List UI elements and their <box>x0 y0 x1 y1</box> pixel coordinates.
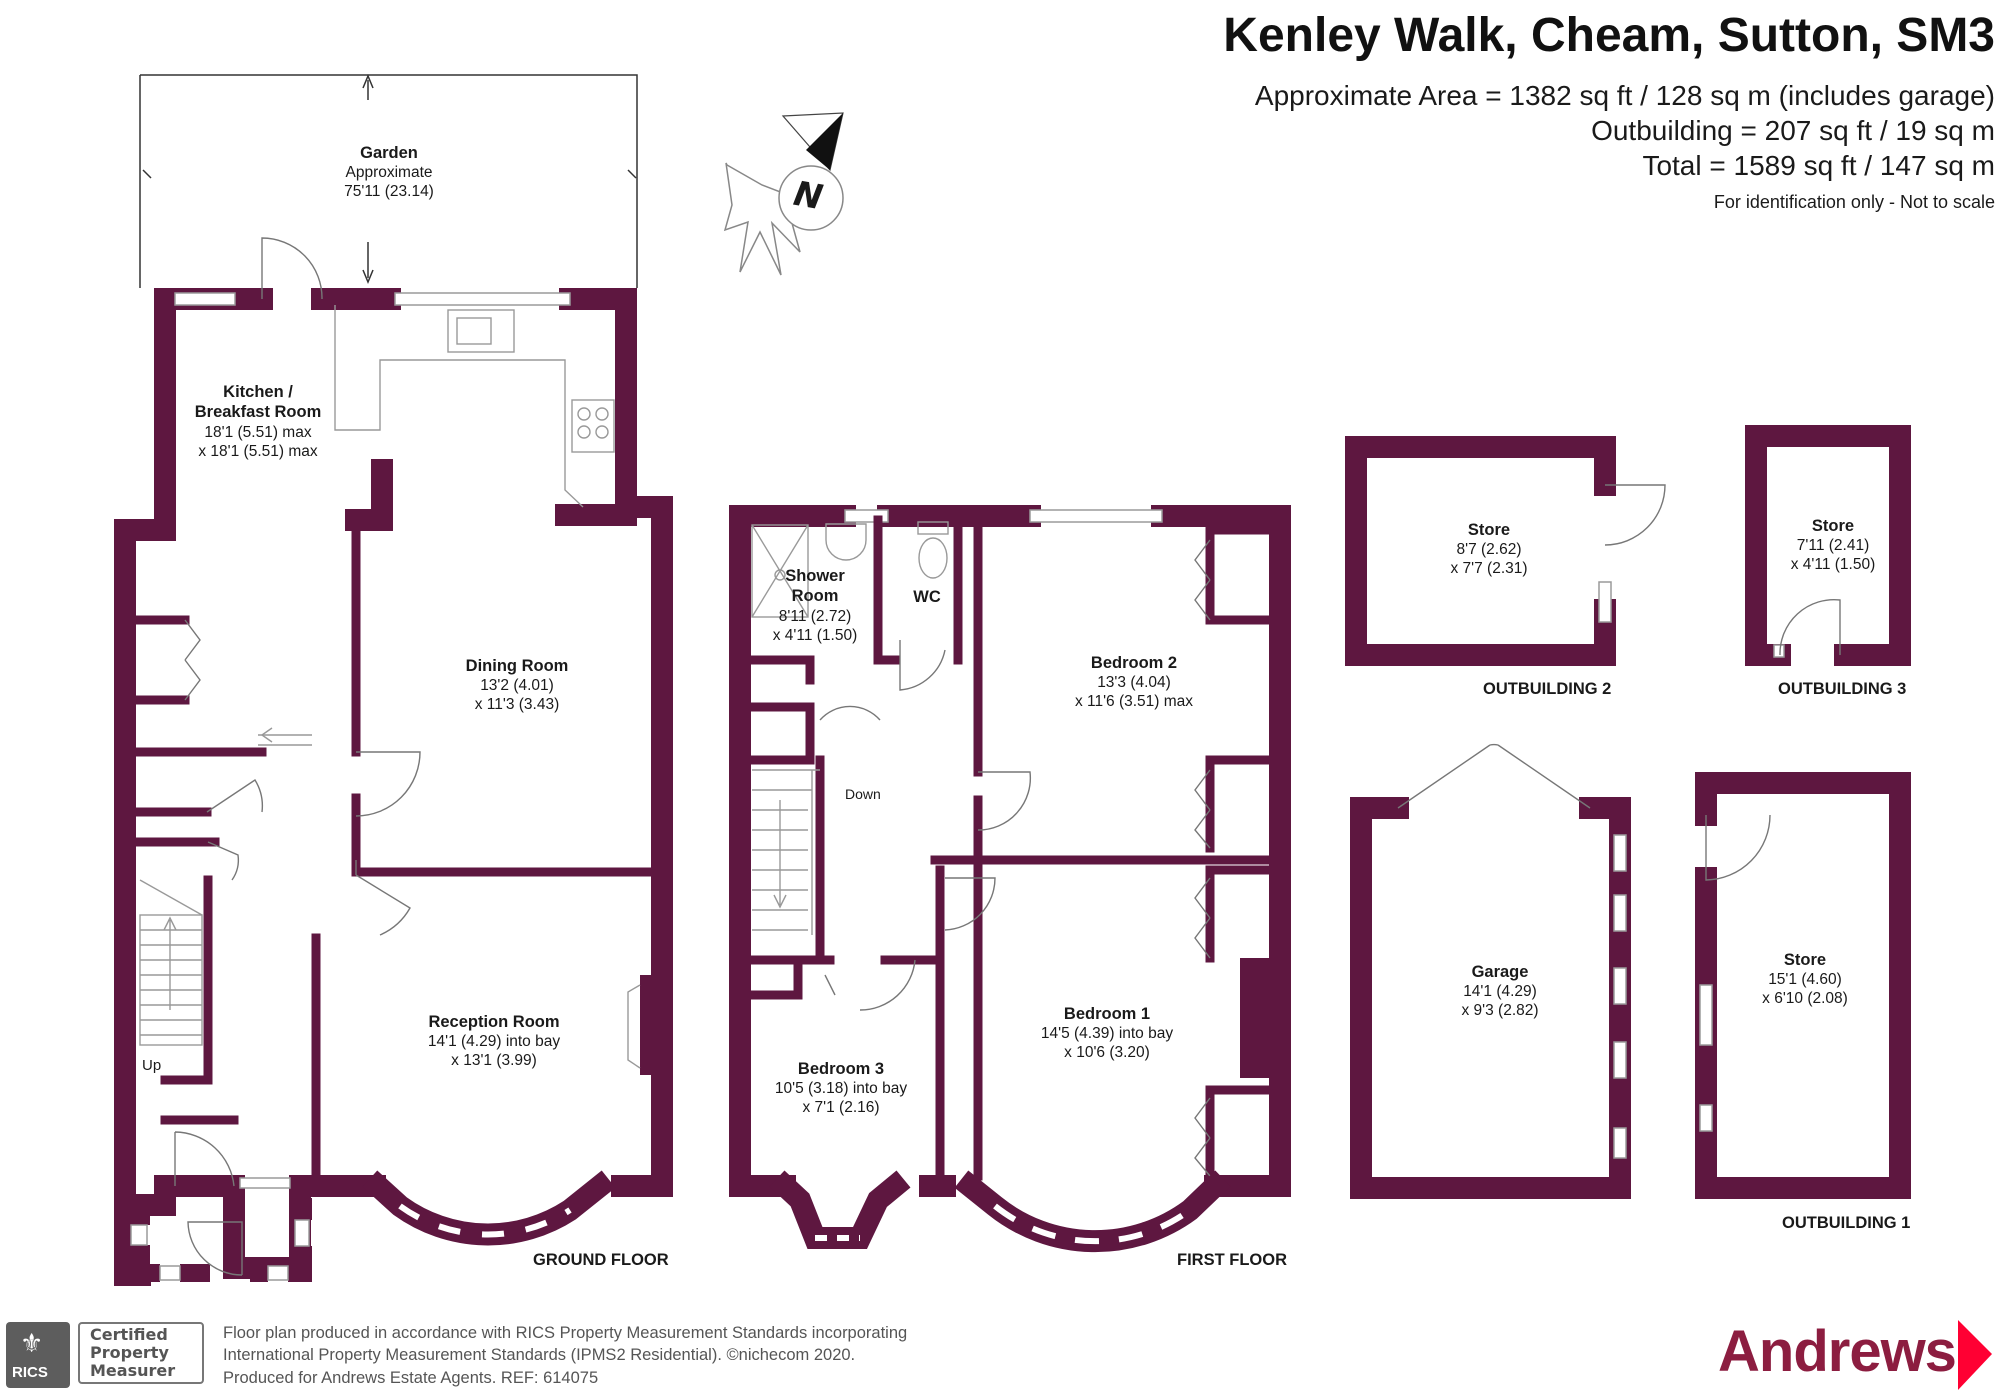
stairs-ground <box>139 879 203 1046</box>
reception-door <box>355 860 411 936</box>
outbuilding-2 <box>1345 436 1666 666</box>
ground-floor <box>114 74 673 1286</box>
basin-icon <box>825 523 867 561</box>
sink-icon <box>447 309 515 353</box>
rics-crest-icon: ⚜ <box>20 1328 44 1358</box>
toilet-icon <box>917 521 949 535</box>
ground-floor-label: GROUND FLOOR <box>533 1251 669 1269</box>
garden-arrow-icon <box>362 242 374 284</box>
certified-measurer-box: Certified Property Measurer <box>78 1322 204 1384</box>
outbuilding-3-label: OUTBUILDING 3 <box>1778 680 1907 698</box>
first-floor <box>729 505 1291 1253</box>
brand-chevron-icon <box>1958 1320 1992 1390</box>
garage <box>1350 743 1631 1199</box>
bay-window-bedroom3 <box>769 1170 911 1249</box>
front-door <box>174 1131 235 1187</box>
outbuilding-area: Outbuilding = 207 sq ft / 19 sq m <box>1591 115 1995 146</box>
shower-tray <box>751 524 809 618</box>
rics-logo: ⚜ RICS <box>6 1322 70 1388</box>
page-title: Kenley Walk, Cheam, Sutton, SM3 <box>1223 9 1995 62</box>
stairs-first <box>752 769 820 935</box>
approximate-area: Approximate Area = 1382 sq ft / 128 sq m… <box>1254 80 1995 111</box>
outbuilding-1-label: OUTBUILDING 1 <box>1782 1214 1911 1232</box>
fireplace <box>627 984 641 1069</box>
compass-icon <box>723 112 844 276</box>
outbuilding-2-label: OUTBUILDING 2 <box>1483 680 1612 698</box>
outbuilding-1 <box>1695 772 1911 1199</box>
outbuilding-3 <box>1745 425 1911 666</box>
first-floor-label: FIRST FLOOR <box>1177 1251 1287 1269</box>
identification-note: For identification only - Not to scale <box>1713 192 1995 212</box>
rics-certified-badge: ⚜ RICS Certified Property Measurer <box>6 1322 206 1388</box>
garage-double-door <box>1397 743 1591 809</box>
garden-boundary <box>139 74 638 288</box>
room-wc: WC <box>913 588 941 606</box>
dining-door <box>355 751 421 817</box>
stairs-down-label: Down <box>845 786 881 802</box>
kitchen-counter <box>334 305 584 508</box>
footer-disclaimer: Floor plan produced in accordance with R… <box>223 1324 908 1387</box>
stairs-up-label: Up <box>142 1057 162 1074</box>
brand-logo: Andrews <box>1718 1319 1957 1384</box>
back-door <box>261 237 323 300</box>
total-area: Total = 1589 sq ft / 147 sq m <box>1642 150 1995 181</box>
garden-arrow-icon <box>362 74 374 100</box>
hob-icon <box>571 399 615 453</box>
